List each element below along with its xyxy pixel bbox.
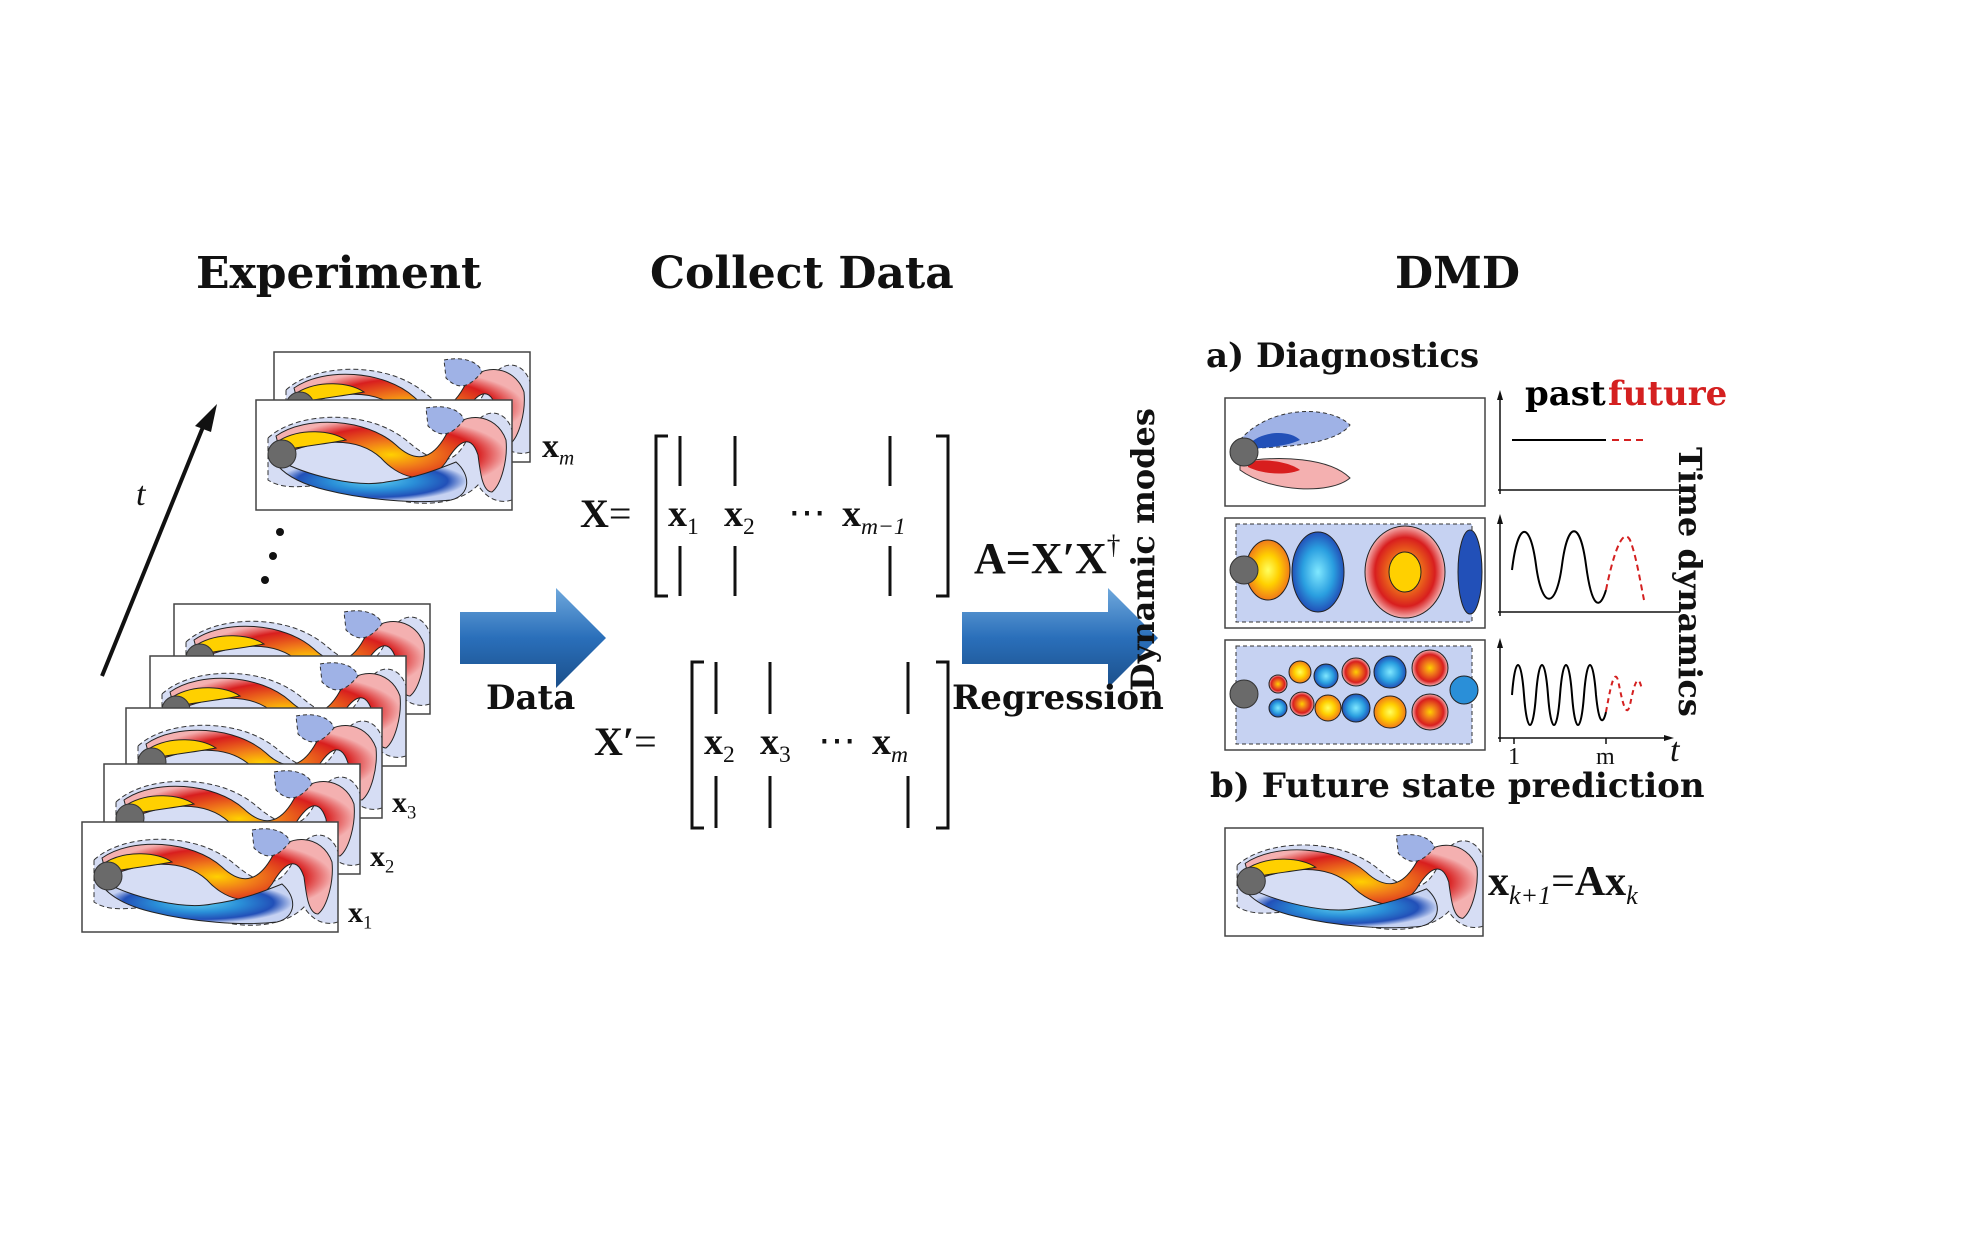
time-dynamics-label: Time dynamics: [1671, 447, 1709, 717]
dynamic-modes-label: Dynamic modes: [1124, 408, 1162, 691]
collect-data-title: Collect Data: [650, 248, 954, 299]
matrix-x-name: X=: [580, 491, 632, 536]
ellipsis-dots: [261, 528, 284, 584]
diagnostics-label: a) Diagnostics: [1206, 336, 1480, 376]
legend-future: future: [1608, 374, 1728, 414]
matrix-x-col-2: x2: [724, 493, 755, 541]
prediction-label: b) Future state prediction: [1210, 766, 1705, 806]
label-x1: x1: [348, 896, 373, 934]
mode-panel-2: [1224, 517, 1486, 629]
series-oscillation-1: [1511, 530, 1645, 604]
regression-formula: A=X′X†: [974, 530, 1121, 584]
mode-panel-3: [1224, 639, 1486, 751]
time-dynamics-plot: [1497, 390, 1680, 744]
experiment-title: Experiment: [196, 248, 482, 299]
prediction-snapshot: [1224, 827, 1484, 937]
matrix-x-col-last: xm−1: [842, 493, 906, 541]
matrix-xprime-col-2: x3: [760, 721, 791, 769]
matrix-xprime-name: X′=: [594, 719, 657, 764]
data-arrow: [460, 588, 606, 688]
time-label: t: [136, 476, 146, 513]
label-x2: x2: [370, 840, 395, 878]
regression-arrow-label: Regression: [952, 678, 1164, 718]
matrix-xprime-col-dots: ⋯: [818, 720, 856, 762]
time-arrow: [100, 404, 217, 677]
dmd-title: DMD: [1395, 248, 1521, 299]
matrix-x-col-dots: ⋯: [788, 492, 826, 534]
data-arrow-label: Data: [486, 678, 576, 718]
x-axis-var: t: [1670, 732, 1680, 769]
snapshot-xm: [255, 399, 513, 511]
tick-label-1: 1: [1508, 744, 1520, 770]
label-xm: xm: [542, 428, 575, 470]
matrix-x-col-1: x1: [668, 493, 699, 541]
tick-label-m: m: [1596, 744, 1615, 770]
matrix-x-brackets: [654, 434, 950, 598]
legend-past: past: [1525, 374, 1606, 414]
mode-panel-1: [1224, 397, 1486, 507]
matrix-xprime-col-last: xm: [872, 721, 909, 769]
regression-arrow: [962, 588, 1158, 688]
matrix-xprime-col-1: x2: [704, 721, 735, 769]
series-oscillation-2: [1511, 664, 1643, 726]
label-x3: x3: [392, 786, 417, 824]
matrix-xprime-brackets: [690, 660, 950, 830]
snapshot-x1: [81, 821, 339, 933]
prediction-formula: xk+1=Axk: [1488, 859, 1638, 911]
